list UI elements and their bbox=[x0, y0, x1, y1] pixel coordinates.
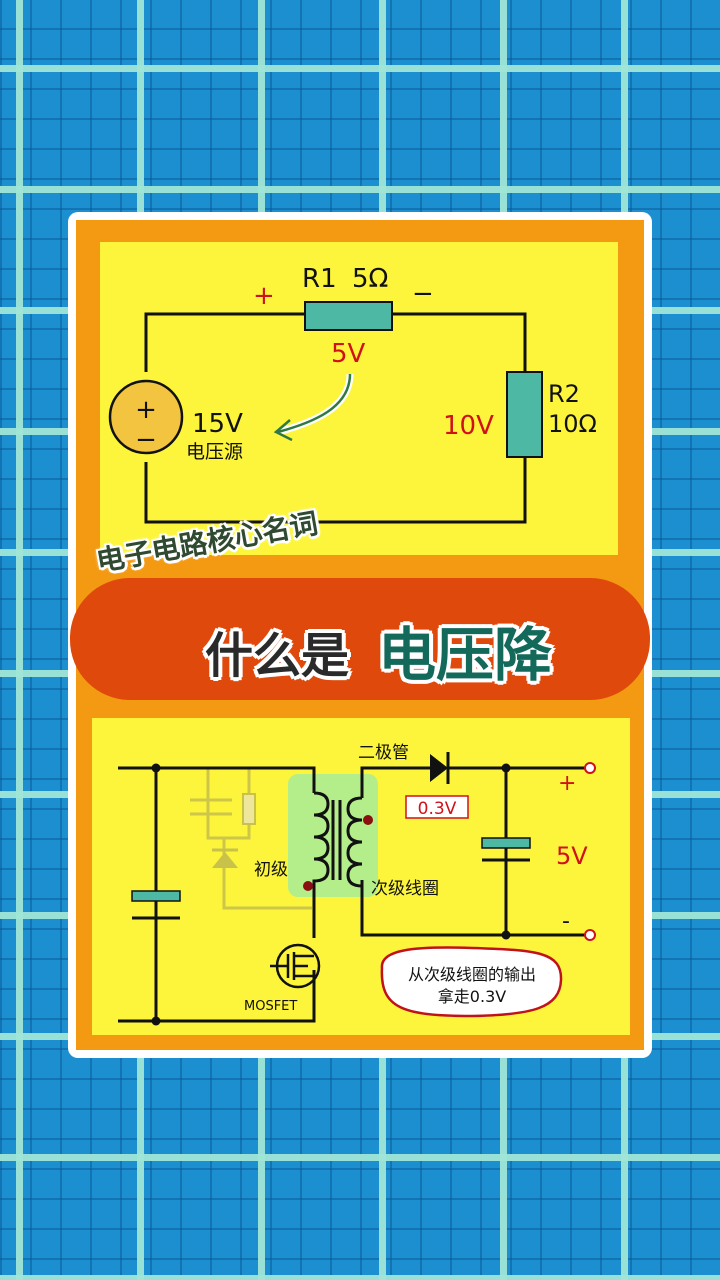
output-capacitor bbox=[481, 837, 531, 849]
arrow-icon bbox=[277, 373, 352, 434]
primary-coil-label: 初级 bbox=[254, 860, 288, 880]
diode-icon bbox=[430, 754, 448, 782]
secondary-coil-label: 次级线圈 bbox=[371, 879, 439, 899]
note-bubble bbox=[380, 946, 563, 1018]
mosfet-icon bbox=[270, 943, 321, 989]
source-plus: + bbox=[135, 395, 157, 425]
output-minus-sign: - bbox=[562, 909, 570, 934]
output-minus-terminal bbox=[584, 929, 596, 941]
diode-drop-box bbox=[405, 795, 469, 819]
voltage-source-icon bbox=[108, 379, 184, 455]
diode-label: 二极管 bbox=[358, 743, 409, 763]
note-line-2: 拿走0.3V bbox=[438, 987, 506, 1006]
flyback-circuit-diagram: MOSFET 二极管 0.3V 初级 次级线圈 + - 5V 从次级线圈的输出 … bbox=[118, 743, 596, 1026]
title-prefix: 什么是 bbox=[205, 628, 350, 684]
r1-value: 5Ω bbox=[352, 264, 388, 294]
source-minus: − bbox=[135, 425, 157, 455]
source-label: 电压源 bbox=[186, 441, 243, 463]
series-circuit-diagram: + − 15V 电压源 R1 5Ω + − 5V R2 10Ω 10V bbox=[108, 264, 597, 524]
resistor-r2 bbox=[506, 371, 543, 458]
source-voltage: 15V bbox=[192, 409, 243, 439]
note-line-1: 从次级线圈的输出 bbox=[408, 965, 536, 984]
r2-value: 10Ω bbox=[548, 410, 597, 438]
r2-voltage-drop: 10V bbox=[443, 411, 494, 441]
diode-drop: 0.3V bbox=[418, 799, 457, 819]
r1-label: R1 bbox=[302, 264, 337, 294]
r1-minus: − bbox=[412, 279, 434, 309]
output-plus-terminal bbox=[584, 762, 596, 774]
mosfet-label: MOSFET bbox=[244, 999, 297, 1014]
r1-plus: + bbox=[253, 281, 275, 311]
title-keyword: 电压降 bbox=[378, 621, 553, 689]
output-plus-sign: + bbox=[558, 771, 576, 796]
r1-voltage-drop: 5V bbox=[331, 339, 366, 369]
title-banner bbox=[70, 578, 650, 700]
r2-label: R2 bbox=[548, 380, 580, 408]
input-capacitor bbox=[131, 890, 181, 902]
flyback-circuit-panel: MOSFET 二极管 0.3V 初级 次级线圈 + - 5V 从次级线圈的输出 … bbox=[92, 718, 630, 1035]
output-voltage: 5V bbox=[556, 842, 588, 870]
resistor-r1 bbox=[304, 301, 393, 331]
series-circuit-panel: + − 15V 电压源 R1 5Ω + − 5V R2 10Ω 10V bbox=[100, 242, 618, 555]
